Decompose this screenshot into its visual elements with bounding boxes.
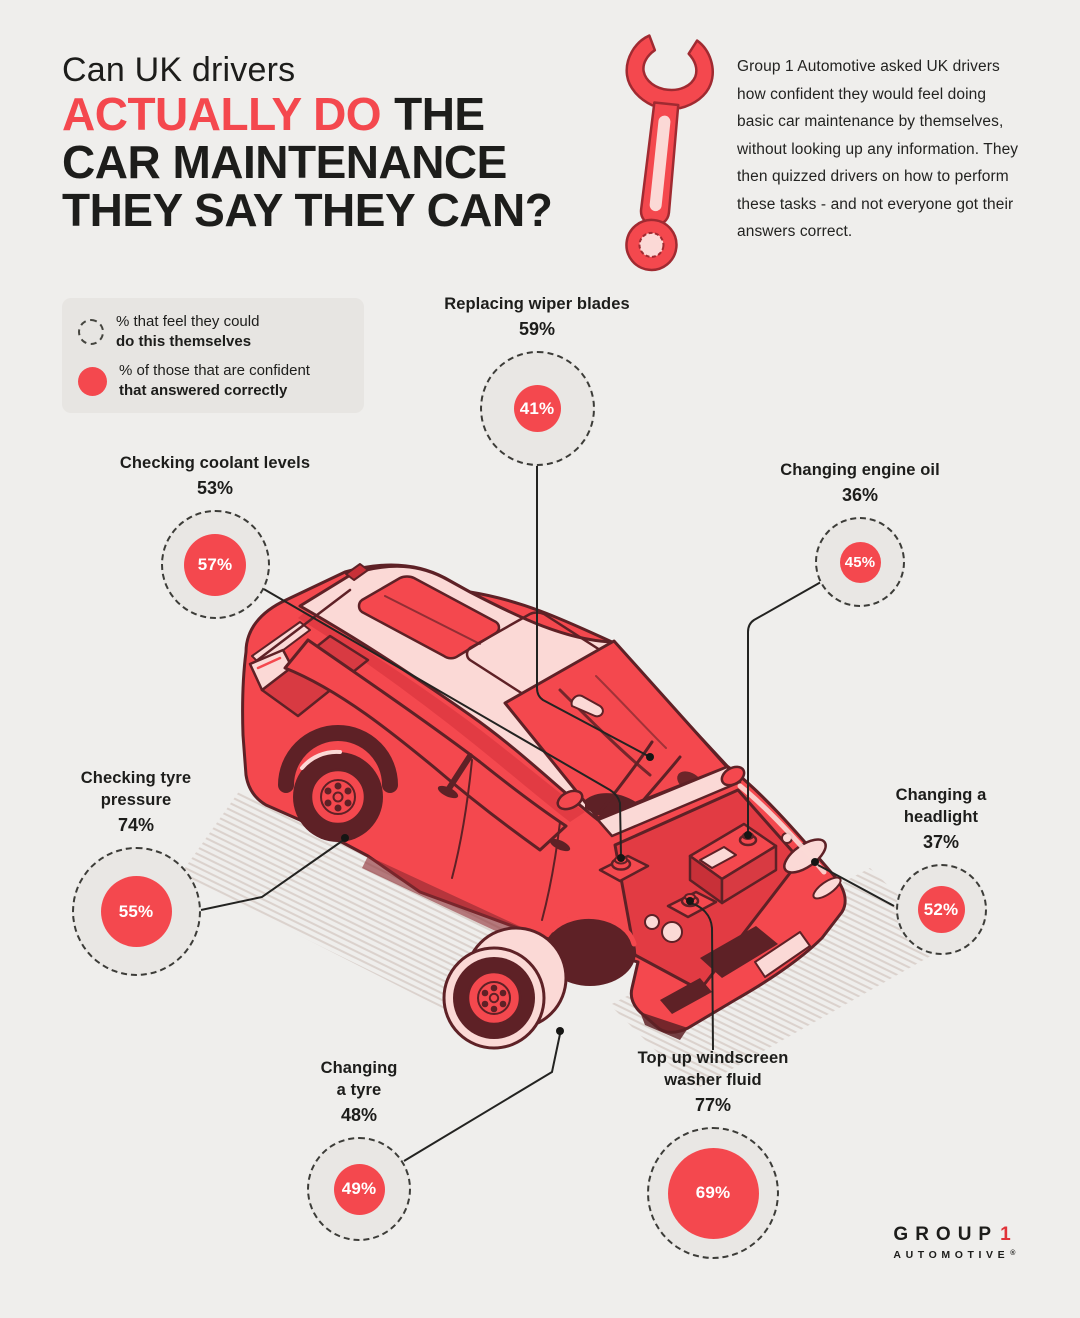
car-door-handle <box>437 785 459 799</box>
callout-correct-percentage: 41% <box>519 398 555 418</box>
car-roofline-stripe <box>298 612 585 822</box>
callout-correct-percentage: 69% <box>695 1183 731 1202</box>
callout-feel-percentage: 36% <box>841 485 879 505</box>
callout-engine-oil: Changing engine oil 36% 45% <box>710 459 1010 607</box>
intro-paragraph: Group 1 Automotive asked UK drivers how … <box>737 58 1019 240</box>
logo-group-text: GROUP <box>893 1224 999 1245</box>
connector-headlight <box>817 864 895 907</box>
car-left-headlight <box>644 914 660 930</box>
legend-line: % of those that are confident <box>119 362 310 379</box>
callout-feel-percentage: 53% <box>196 478 234 498</box>
callout-label: Changing a headlight <box>895 786 987 826</box>
callout-label: Checking coolant levels <box>119 454 311 472</box>
car-detached-wheel <box>442 926 568 1050</box>
callout-wiper-blades: Replacing wiper blades 59% 41% <box>387 293 687 466</box>
legend-line: % that feel they could <box>116 313 260 330</box>
callout-feel-percentage: 48% <box>340 1105 378 1125</box>
car-right-headlight <box>783 838 827 874</box>
callout-label: Changing a tyre <box>320 1059 398 1099</box>
connector-wiper-blades <box>536 465 651 758</box>
callout-feel-percentage: 74% <box>117 815 155 835</box>
callout-feel-percentage: 37% <box>922 832 960 852</box>
callout-washer-fluid: Top up windscreen washer fluid 77% 69% <box>563 1047 863 1259</box>
car-fog-slot <box>660 978 712 1014</box>
callout-outer-circle: 41% <box>479 351 595 466</box>
callout-feel-percentage: 77% <box>694 1095 732 1115</box>
callout-label: Replacing wiper blades <box>444 295 630 313</box>
legend-line-bold: do this themselves <box>116 333 252 350</box>
connector-lines <box>200 465 895 1162</box>
isometric-car-illustration <box>241 563 847 1050</box>
callout-correct-percentage: 57% <box>197 554 233 574</box>
connector-coolant <box>261 587 622 857</box>
callout-label: Top up windscreen washer fluid <box>637 1049 789 1089</box>
car-front-wheel-arch <box>544 918 636 986</box>
callout-outer-circle: 49% <box>307 1137 411 1241</box>
callout-inner-circle: 55% <box>100 876 172 947</box>
callout-inner-circle: 52% <box>917 886 965 933</box>
dashed-circle-icon <box>78 319 104 345</box>
page-title: Can UK drivers ACTUALLY DO THE CAR MAINT… <box>62 50 553 236</box>
title-line-2: CAR MAINTENANCE <box>62 136 507 188</box>
callout-feel-percentage: 59% <box>518 319 556 339</box>
callout-coolant-levels: Checking coolant levels 53% 57% <box>65 452 365 619</box>
callout-label: Changing engine oil <box>780 461 940 479</box>
callout-inner-circle: 49% <box>333 1163 385 1215</box>
car-right-mirror <box>720 765 746 787</box>
callout-inner-circle: 45% <box>839 541 881 583</box>
legend-item-confidence: % that feel they could do this themselve… <box>78 312 348 352</box>
car-grab-handle <box>570 694 604 718</box>
car-right-drl <box>812 876 842 900</box>
car-door-handle <box>549 838 571 852</box>
title-line-1: ACTUALLY DO THE <box>62 88 485 140</box>
callout-outer-circle: 55% <box>71 847 201 976</box>
car-grille <box>700 926 778 978</box>
callout-correct-percentage: 52% <box>923 899 959 919</box>
callout-correct-percentage: 55% <box>118 901 154 921</box>
callout-outer-circle: 52% <box>895 864 987 955</box>
filled-circle-icon <box>78 366 107 396</box>
connector-tyre-pressure <box>200 838 346 911</box>
car-side-windows <box>283 638 568 852</box>
title-red-emphasis: ACTUALLY DO <box>62 88 382 140</box>
logo-automotive-text: AUTOMOTIVE <box>893 1249 1010 1261</box>
callout-outer-circle: 69% <box>647 1127 779 1259</box>
title-line-3: THEY SAY THEY CAN? <box>62 184 553 236</box>
car-antenna-fin <box>345 563 369 581</box>
callout-outer-circle: 57% <box>160 510 270 619</box>
car-door-seam <box>451 759 473 879</box>
legend-line-bold: that answered correctly <box>119 382 288 399</box>
car-bumper-trim <box>754 931 811 978</box>
callout-correct-percentage: 45% <box>844 553 876 571</box>
callout-tyre-pressure: Checking tyre pressure 74% 55% <box>0 767 286 976</box>
car-battery <box>688 822 778 905</box>
callout-correct-percentage: 49% <box>341 1179 377 1198</box>
callout-outer-circle: 45% <box>815 517 905 607</box>
callout-tyre-change: Changing a tyre 48% 49% <box>209 1057 509 1241</box>
wrench-icon <box>625 34 714 272</box>
car-door-seam <box>541 821 561 921</box>
car-rear-wheel <box>278 725 398 842</box>
registered-trademark-icon: ® <box>1010 1250 1020 1257</box>
car-underbody-shadow <box>362 856 545 952</box>
car-left-mirror <box>556 789 584 811</box>
callout-inner-circle: 69% <box>667 1147 759 1239</box>
callout-inner-circle: 57% <box>184 533 246 596</box>
connector-tyre-change <box>403 1033 561 1162</box>
callout-headlight: Changing a headlight 37% 52% <box>791 784 1080 955</box>
callout-label: Checking tyre pressure <box>80 769 192 809</box>
legend-item-correct: % of those that are confident that answe… <box>78 361 348 401</box>
connector-washer-fluid <box>689 902 714 1051</box>
car-b-pillar <box>445 753 473 793</box>
logo-one-text: 1 <box>1000 1224 1018 1245</box>
callout-inner-circle: 41% <box>513 385 561 432</box>
group1-automotive-logo: GROUP 1 AUTOMOTIVE ® <box>893 1224 1020 1261</box>
connector-engine-oil <box>747 581 822 833</box>
title-intro: Can UK drivers <box>62 51 296 89</box>
legend: % that feel they could do this themselve… <box>62 298 364 413</box>
